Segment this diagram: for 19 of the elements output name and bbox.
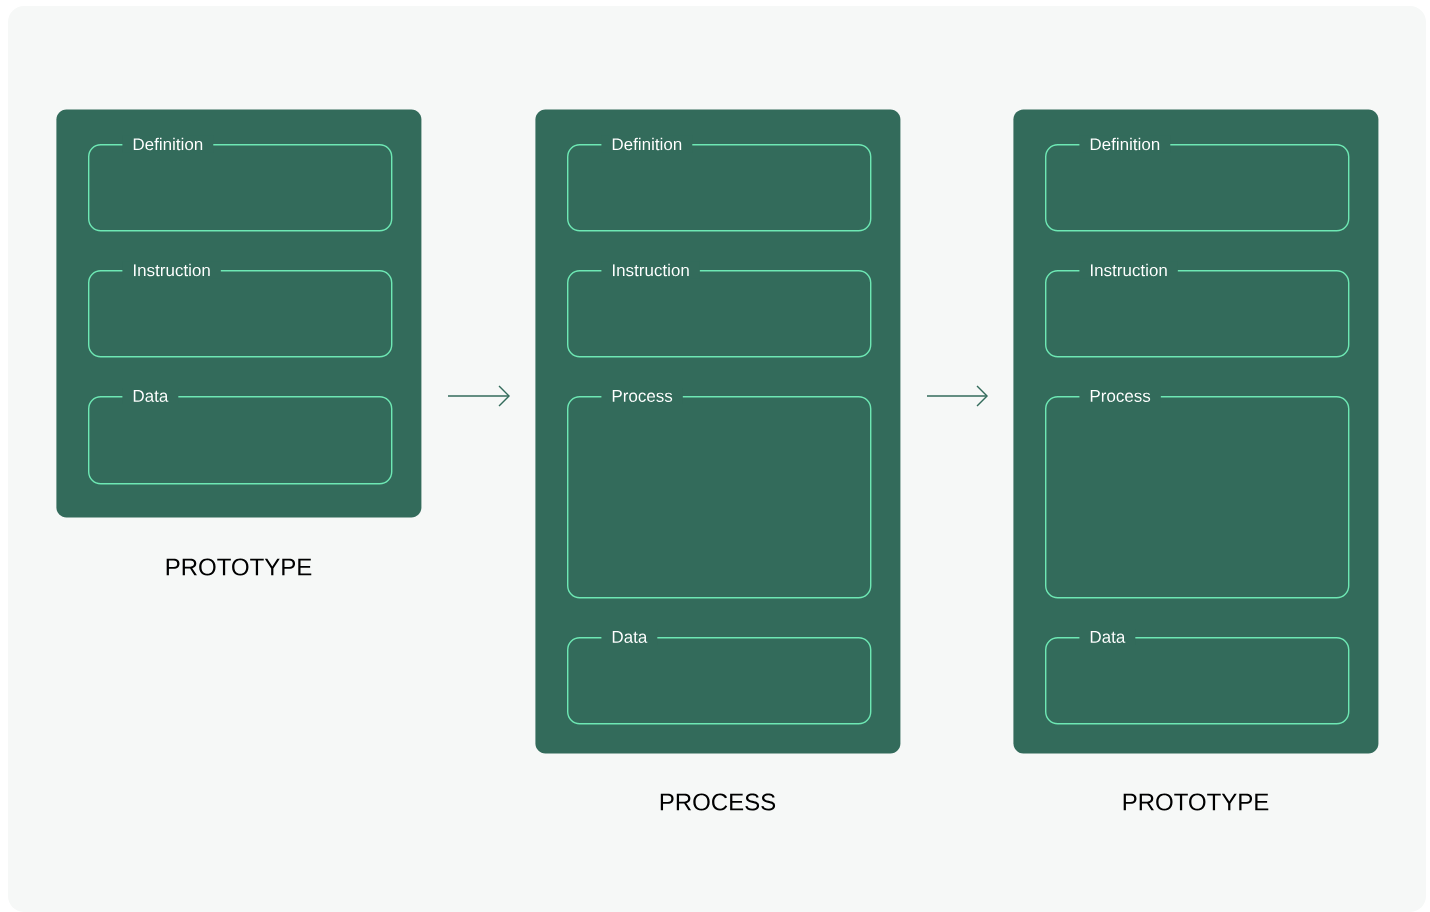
arrow (447, 385, 510, 407)
section-box: Definition (567, 135, 872, 232)
section-box: Process (1045, 388, 1350, 599)
node-label: PROCESS (660, 793, 776, 811)
panel (1013, 109, 1379, 754)
section-box: Definition (1045, 135, 1350, 232)
section-box: Instruction (88, 261, 393, 358)
node-label: PROTOTYPE (166, 558, 312, 576)
section-box: Definition (88, 135, 393, 232)
panel (535, 109, 901, 754)
section-box: Instruction (567, 261, 872, 358)
node-label: PROTOTYPE (1123, 793, 1269, 811)
section-box: Process (567, 388, 872, 599)
panel (56, 109, 422, 518)
section-box: Data (567, 629, 872, 725)
section-box: Data (1045, 629, 1350, 725)
section-box: Instruction (1045, 261, 1350, 358)
arrow (926, 385, 988, 407)
section-box: Data (88, 388, 393, 485)
